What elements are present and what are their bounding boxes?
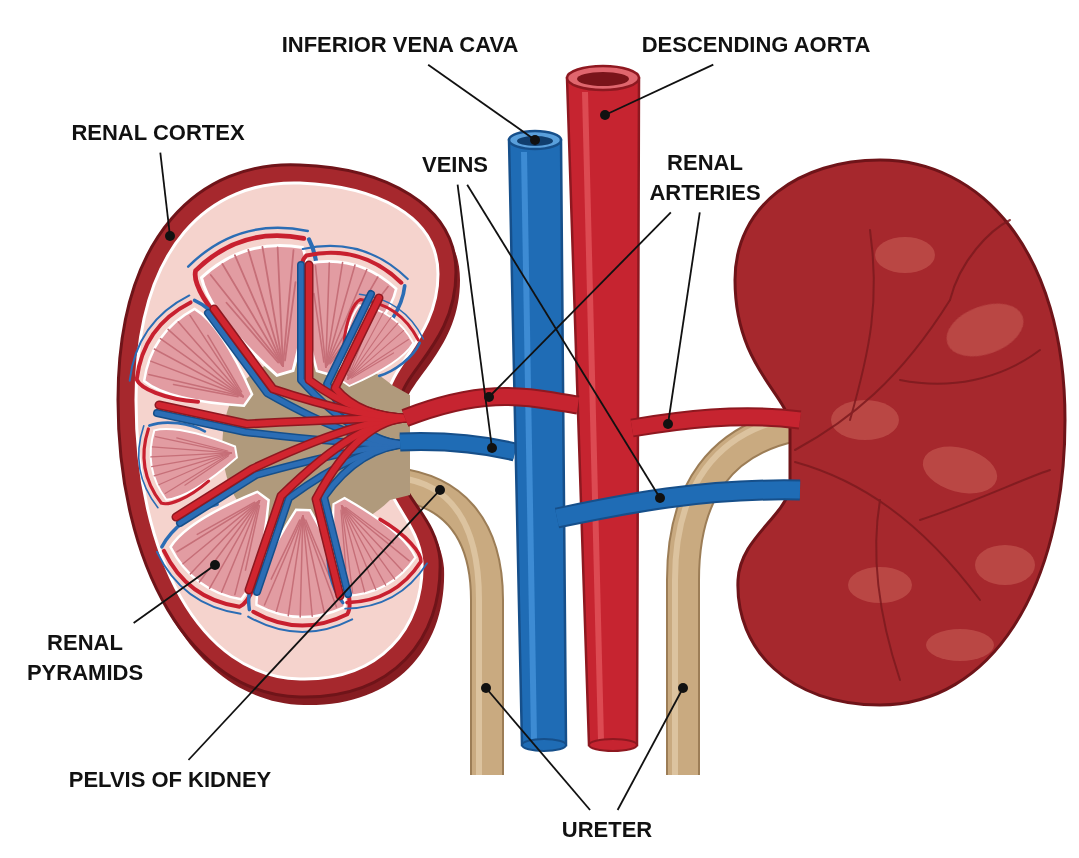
- part-label: RENAL ARTERIES: [649, 148, 760, 207]
- kidney-exterior: [795, 220, 1050, 680]
- kidney-exterior: [939, 294, 1031, 366]
- leader-dot: [210, 560, 220, 570]
- interlobar-artery: [335, 298, 410, 418]
- part-label: VEINS: [422, 150, 488, 180]
- leader-dot: [487, 443, 497, 453]
- leader-line: [467, 185, 660, 498]
- descending-aorta: [577, 72, 629, 86]
- interlobar-artery: [159, 265, 410, 596]
- interlobar-vein: [157, 265, 410, 594]
- interlobar-vein: [157, 265, 410, 594]
- kidney-exterior: [875, 237, 935, 273]
- kidney-exterior: [926, 629, 994, 661]
- interlobar-artery: [159, 265, 410, 596]
- interlobar-artery: [214, 309, 410, 418]
- interlobar-vein: [157, 265, 410, 594]
- renal-vein: [557, 490, 800, 518]
- leader-line: [188, 490, 440, 760]
- kidney-exterior: [950, 220, 1010, 300]
- kidney-exterior: [831, 237, 1035, 661]
- kidney-exterior: [918, 439, 1003, 501]
- leader-line: [605, 65, 713, 115]
- kidney-exterior: [795, 462, 980, 600]
- interlobar-artery: [335, 298, 410, 418]
- kidney-exterior: [735, 160, 1065, 705]
- leader-line: [618, 688, 683, 810]
- descending-aorta: [585, 92, 601, 740]
- inferior-vena-cava: [509, 131, 566, 751]
- leader-line: [489, 212, 671, 397]
- part-label: PELVIS OF KIDNEY: [69, 765, 272, 795]
- leader-dot: [678, 683, 688, 693]
- part-label: URETER: [562, 815, 652, 845]
- leader-dot: [484, 392, 494, 402]
- leader-dot: [600, 110, 610, 120]
- kidney-exterior: [876, 500, 900, 680]
- renal-vein: [400, 442, 515, 452]
- renal-vein: [557, 490, 800, 518]
- kidney-exterior: [975, 545, 1035, 585]
- leader-dot: [435, 485, 445, 495]
- part-label: DESCENDING AORTA: [642, 30, 871, 60]
- leader-dot: [530, 135, 540, 145]
- leader-line: [428, 65, 535, 140]
- leader-dot: [663, 419, 673, 429]
- leader-dot: [655, 493, 665, 503]
- inferior-vena-cava: [522, 739, 566, 751]
- leader-line: [134, 565, 215, 623]
- leader-line: [668, 212, 700, 424]
- interlobar-artery: [309, 265, 410, 418]
- interlobar-artery: [176, 418, 410, 517]
- kidney-exterior: [850, 230, 874, 420]
- inferior-vena-cava: [517, 136, 553, 146]
- descending-aorta: [567, 66, 639, 90]
- renal-vein: [400, 442, 515, 452]
- renal-pyramid: [118, 215, 433, 633]
- leader-line: [160, 153, 170, 236]
- part-label: RENAL CORTEX: [71, 118, 244, 148]
- inferior-vena-cava: [524, 152, 534, 740]
- kidney-exterior: [900, 350, 1040, 384]
- renal-vein: [400, 442, 515, 452]
- interlobar-artery: [249, 418, 410, 590]
- descending-aorta: [567, 78, 639, 745]
- inferior-vena-cava: [509, 140, 566, 745]
- interlobar-artery: [176, 418, 410, 517]
- leader-line: [458, 185, 492, 448]
- inferior-vena-cava: [509, 131, 561, 149]
- descending-aorta: [567, 66, 639, 751]
- descending-aorta: [589, 739, 637, 751]
- renal-vein: [557, 490, 800, 518]
- interlobar-artery: [316, 418, 410, 596]
- leader-line: [486, 688, 590, 810]
- leader-dot: [165, 231, 175, 241]
- kidney-exterior: [920, 470, 1050, 520]
- part-label: RENAL PYRAMIDS: [27, 628, 143, 687]
- part-label: INFERIOR VENA CAVA: [282, 30, 519, 60]
- interlobar-artery: [309, 265, 410, 418]
- renal-artery: [405, 397, 800, 429]
- kidney-section: [118, 165, 456, 697]
- leader-lines: [134, 65, 714, 810]
- renal-artery: [632, 417, 800, 428]
- interlobar-artery: [316, 418, 410, 596]
- interlobar-artery: [159, 265, 410, 596]
- renal-artery: [632, 417, 800, 428]
- leader-dot: [481, 683, 491, 693]
- kidney-exterior: [735, 160, 1065, 705]
